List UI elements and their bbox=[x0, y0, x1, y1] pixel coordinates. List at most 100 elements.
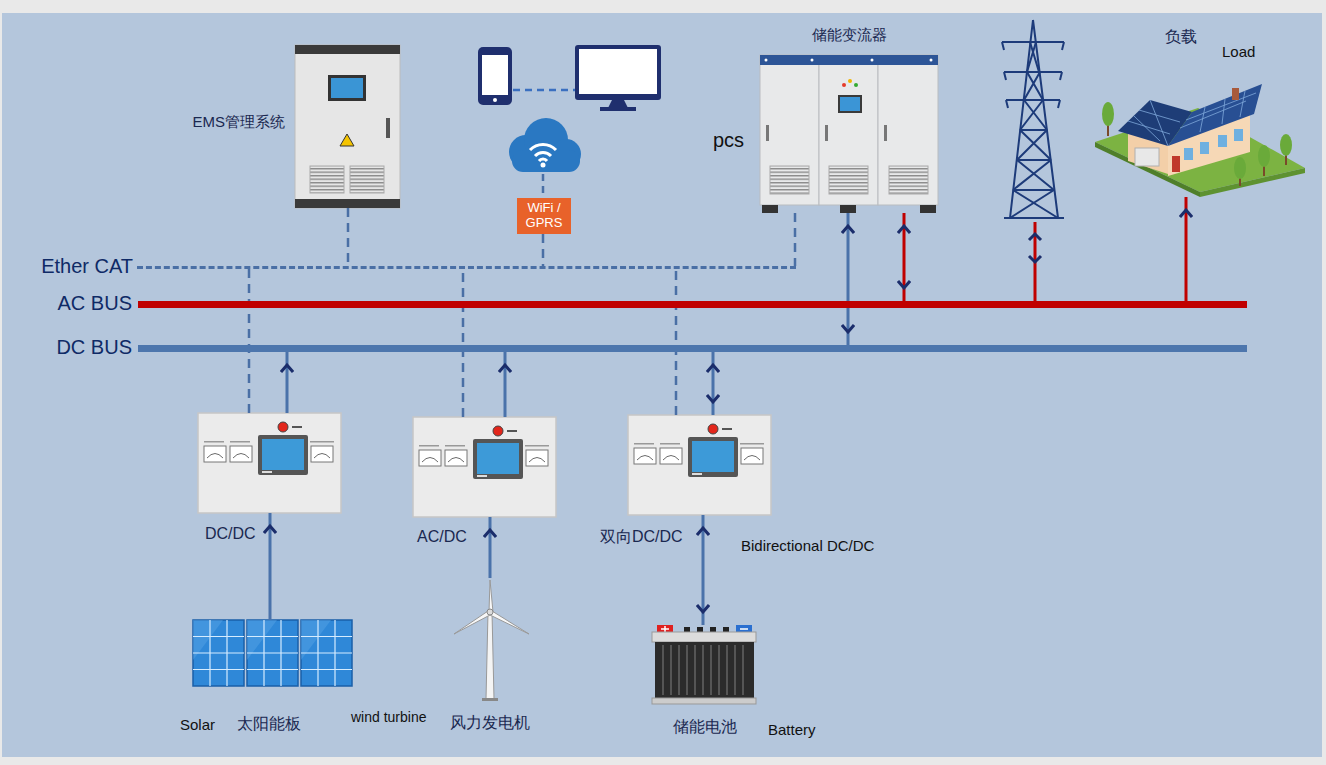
node-label: 负载 bbox=[1165, 28, 1197, 46]
connector bbox=[1185, 197, 1188, 301]
ems-cabinet-art bbox=[350, 166, 384, 193]
cloud-icon bbox=[512, 150, 580, 172]
ems-cabinet-art bbox=[295, 45, 400, 208]
connector bbox=[794, 213, 797, 266]
storage-battery: 储能电池Battery bbox=[650, 625, 757, 705]
pcs-cabinet-art bbox=[842, 83, 846, 87]
battery-art bbox=[710, 627, 716, 632]
wind-turbine-art bbox=[486, 612, 494, 699]
connector bbox=[675, 269, 678, 415]
pcs-cabinet-art bbox=[811, 59, 814, 62]
battery-art bbox=[684, 627, 690, 632]
cloud-icon bbox=[535, 153, 551, 156]
pcs-cabinet-art bbox=[920, 205, 936, 213]
tower-feed-line bbox=[1029, 256, 1041, 262]
phone-icon bbox=[478, 47, 512, 105]
house-illustration bbox=[1095, 84, 1305, 197]
pcs-cabinet-art bbox=[770, 166, 809, 194]
ems-cabinet-art bbox=[328, 75, 366, 101]
transmission-tower bbox=[1013, 130, 1054, 190]
cloud-icon bbox=[539, 159, 547, 161]
connector bbox=[847, 213, 850, 345]
node-label: Bidirectional DC/DC bbox=[741, 537, 874, 554]
pcs-cabinet-art bbox=[840, 97, 860, 111]
house-illustration bbox=[1218, 135, 1227, 147]
link-line bbox=[513, 89, 575, 92]
battery-art bbox=[661, 626, 669, 632]
solar-panel-unit bbox=[301, 620, 352, 686]
connector bbox=[462, 269, 465, 417]
pcs-cabinet-art bbox=[871, 59, 874, 62]
pcs-cabinet-art bbox=[848, 79, 852, 83]
pcs-cabinet-art bbox=[838, 95, 862, 113]
link-line bbox=[542, 174, 545, 198]
connector bbox=[712, 352, 715, 415]
connector bbox=[504, 352, 507, 417]
converter-cabinet bbox=[198, 413, 341, 513]
connector bbox=[542, 234, 545, 266]
battery-art bbox=[663, 645, 743, 695]
solar-panel-unit bbox=[247, 620, 298, 686]
node-label: pcs bbox=[713, 129, 744, 152]
connector bbox=[903, 213, 906, 301]
connector bbox=[347, 208, 350, 266]
transmission-tower bbox=[1002, 20, 1064, 218]
pcs-cabinet-art bbox=[762, 205, 778, 213]
pcs-cabinet-art bbox=[760, 55, 819, 205]
transmission-tower bbox=[1010, 42, 1058, 218]
battery-art bbox=[740, 628, 748, 630]
battery-art bbox=[652, 625, 756, 704]
pcs-cabinet-art bbox=[825, 125, 828, 141]
transmission-tower bbox=[1004, 20, 1064, 218]
battery-art bbox=[652, 632, 756, 642]
pcs-cabinet-art bbox=[765, 59, 768, 62]
ems-cabinet-art bbox=[331, 78, 363, 98]
pcs-cabinet-art bbox=[854, 83, 858, 87]
house-illustration bbox=[1168, 84, 1262, 146]
ems-cabinet-art bbox=[295, 45, 400, 54]
house-illustration bbox=[1232, 88, 1239, 100]
node-label: WiFi / GPRS bbox=[519, 201, 569, 231]
house-illustration bbox=[1184, 148, 1193, 160]
node-label: wind turbine bbox=[351, 709, 427, 725]
house-illustration bbox=[1280, 134, 1292, 156]
monitor-icon bbox=[575, 45, 661, 111]
solar-panels: Solar太阳能板 bbox=[193, 620, 352, 686]
ethercat-bus: Ether CAT bbox=[137, 266, 796, 269]
node-label: AC BUS bbox=[58, 292, 132, 315]
pcs-cabinet-art bbox=[760, 55, 938, 213]
pcs-cabinet-art bbox=[884, 125, 887, 141]
node-label: Load bbox=[1222, 43, 1255, 60]
node-label: EMS管理系统 bbox=[192, 113, 285, 130]
wind-turbine-art bbox=[482, 698, 498, 701]
ac-bus: AC BUS bbox=[138, 301, 1247, 308]
diagram-ground bbox=[2, 13, 1322, 757]
tower-feed-line bbox=[1029, 222, 1041, 301]
monitor-icon bbox=[608, 100, 628, 108]
pcs-cabinet: 储能变流器pcs bbox=[760, 55, 938, 213]
pcs-cabinet-art bbox=[760, 55, 938, 65]
node-label: Ether CAT bbox=[41, 255, 133, 278]
monitor-icon bbox=[600, 107, 636, 111]
dc-bus: DC BUS bbox=[138, 345, 1247, 352]
house-illustration bbox=[1234, 129, 1243, 141]
connector bbox=[286, 352, 289, 413]
acdc-converter: AC/DC bbox=[413, 417, 556, 517]
monitor-icon bbox=[579, 49, 657, 94]
monitor-icon bbox=[575, 45, 661, 100]
converter-cabinet bbox=[628, 415, 771, 515]
house-illustration bbox=[1200, 142, 1209, 154]
dcdc-converter: DC/DC bbox=[198, 413, 341, 513]
wind-turbine-art bbox=[490, 611, 529, 634]
node-label: 储能变流器 bbox=[812, 26, 887, 43]
wind-turbine-art bbox=[454, 611, 490, 634]
pcs-cabinet-art bbox=[840, 205, 856, 213]
pcs-cabinet-art bbox=[889, 166, 928, 194]
battery-art bbox=[723, 627, 729, 632]
house-illustration bbox=[1200, 168, 1305, 197]
tower-feed-line bbox=[1029, 234, 1041, 240]
connector bbox=[489, 517, 492, 578]
node-label: 风力发电机 bbox=[450, 714, 530, 732]
